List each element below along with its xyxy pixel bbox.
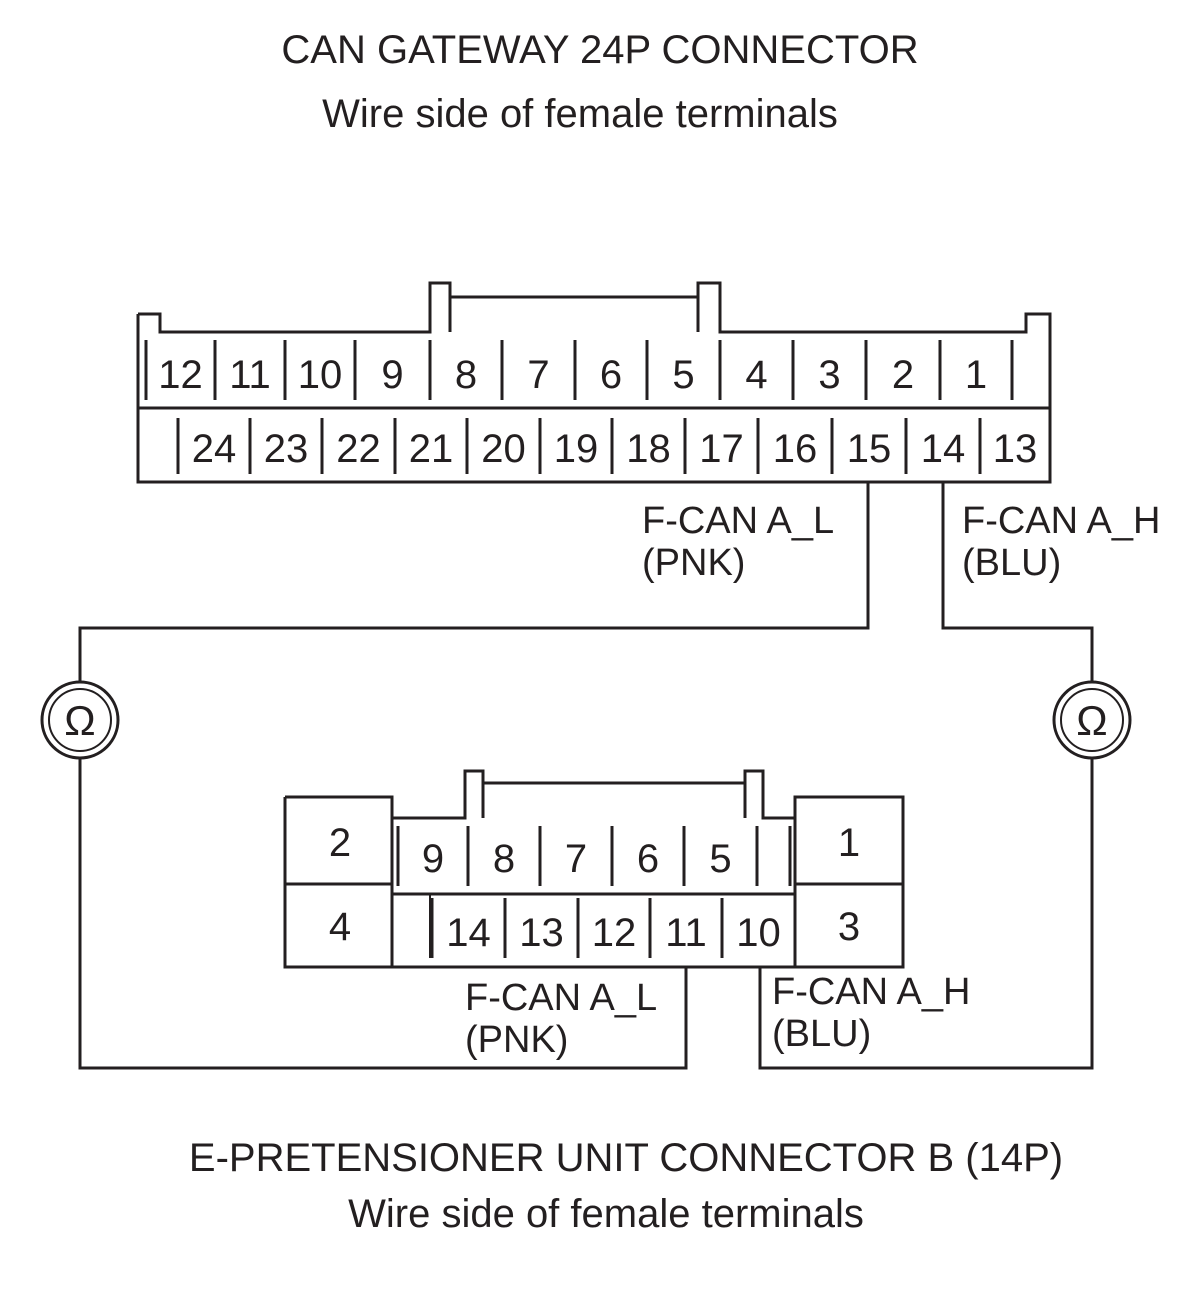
bottom-pin-7: 7 bbox=[565, 837, 587, 881]
bottom-wire-low-color: (PNK) bbox=[465, 1019, 568, 1061]
top-pin-22: 22 bbox=[336, 427, 381, 471]
top-pin-18: 18 bbox=[626, 427, 671, 471]
top-pin-5: 5 bbox=[672, 353, 694, 397]
svg-text:Ω: Ω bbox=[64, 697, 95, 744]
top-wire-high-color: (BLU) bbox=[962, 542, 1061, 584]
top-pin-11: 11 bbox=[229, 353, 271, 397]
top-pin-7: 7 bbox=[527, 353, 549, 397]
top-pin-17: 17 bbox=[699, 427, 744, 471]
top-wire-high-name: F-CAN A_H bbox=[962, 500, 1160, 542]
bottom-pin-14: 14 bbox=[446, 911, 491, 955]
bottom-pin-13: 13 bbox=[519, 911, 564, 955]
top-pin-20: 20 bbox=[481, 427, 526, 471]
ohmmeter-right-icon: Ω bbox=[1052, 680, 1132, 760]
bottom-pin-1: 1 bbox=[838, 821, 860, 865]
bottom-pin-10: 10 bbox=[736, 911, 781, 955]
bottom-pin-5: 5 bbox=[709, 837, 731, 881]
top-pin-8: 8 bbox=[455, 353, 477, 397]
top-pin-16: 16 bbox=[773, 427, 818, 471]
top-pin-1: 1 bbox=[965, 353, 987, 397]
bottom-pin-9: 9 bbox=[422, 837, 444, 881]
top-connector-housing bbox=[136, 281, 1052, 484]
bottom-pin-12: 12 bbox=[592, 911, 637, 955]
svg-text:Ω: Ω bbox=[1076, 697, 1107, 744]
bottom-wire-high-name: F-CAN A_H bbox=[772, 971, 970, 1013]
top-pin-4: 4 bbox=[745, 353, 767, 397]
wire-f-can-a-h bbox=[758, 482, 1094, 1070]
top-pin-3: 3 bbox=[818, 353, 840, 397]
bottom-connector-housing bbox=[283, 769, 905, 969]
top-pin-24: 24 bbox=[192, 427, 237, 471]
top-pin-19: 19 bbox=[554, 427, 599, 471]
top-pin-13: 13 bbox=[993, 427, 1038, 471]
bottom-wire-low-name: F-CAN A_L bbox=[465, 977, 657, 1019]
top-pin-9: 9 bbox=[381, 353, 403, 397]
top-connector-subtitle: Wire side of female terminals bbox=[322, 92, 838, 136]
bottom-connector-subtitle: Wire side of female terminals bbox=[348, 1192, 864, 1236]
top-pin-14: 14 bbox=[921, 427, 966, 471]
bottom-pin-6: 6 bbox=[637, 837, 659, 881]
top-pin-21: 21 bbox=[409, 427, 454, 471]
bottom-pin-11: 11 bbox=[665, 911, 707, 955]
bottom-pin-2: 2 bbox=[329, 821, 351, 865]
bottom-connector-title: E-PRETENSIONER UNIT CONNECTOR B (14P) bbox=[188, 1136, 1064, 1180]
top-pin-6: 6 bbox=[600, 353, 622, 397]
bottom-pin-4: 4 bbox=[329, 905, 351, 949]
bottom-pin-8: 8 bbox=[493, 837, 515, 881]
bottom-pin-3: 3 bbox=[838, 905, 860, 949]
ohmmeter-left-icon: Ω bbox=[40, 680, 120, 760]
top-pin-15: 15 bbox=[847, 427, 892, 471]
top-pin-12: 12 bbox=[158, 353, 203, 397]
bottom-wire-high-color: (BLU) bbox=[772, 1013, 871, 1055]
top-pin-23: 23 bbox=[264, 427, 309, 471]
top-pin-10: 10 bbox=[298, 353, 343, 397]
top-wire-low-name: F-CAN A_L bbox=[642, 500, 834, 542]
top-pin-2: 2 bbox=[892, 353, 914, 397]
top-connector-title: CAN GATEWAY 24P CONNECTOR bbox=[281, 28, 919, 72]
wire-f-can-a-l bbox=[78, 482, 870, 1070]
top-wire-low-color: (PNK) bbox=[642, 542, 745, 584]
